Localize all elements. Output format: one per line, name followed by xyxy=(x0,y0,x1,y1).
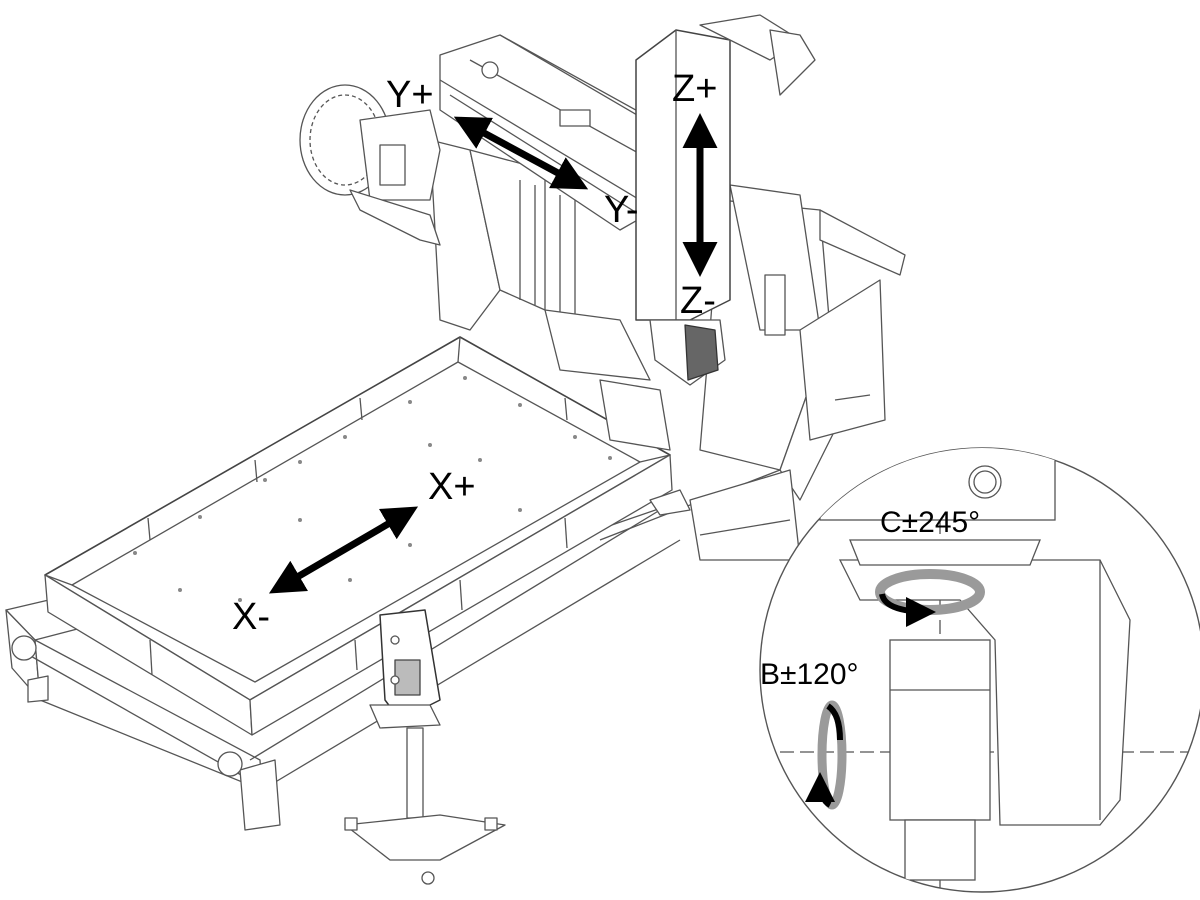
y-axis-arrow xyxy=(453,116,589,190)
z-plus-label: Z+ xyxy=(672,68,718,110)
electrical-cabinet xyxy=(729,184,906,441)
x-plus-label: X+ xyxy=(428,466,476,508)
x-minus-label: X- xyxy=(232,596,270,638)
table-tray xyxy=(44,336,673,736)
y-minus-label: Y- xyxy=(604,189,639,231)
operator-pendant xyxy=(344,609,506,885)
c-axis-rotation-label: C±245° xyxy=(880,506,981,539)
b-axis-rotation-label: B±120° xyxy=(760,658,859,691)
y-plus-label: Y+ xyxy=(386,74,434,116)
machine-drawing xyxy=(5,14,906,885)
axis-arrows xyxy=(268,113,718,594)
z-minus-label: Z- xyxy=(680,280,716,322)
tool-changer-wheel xyxy=(299,84,441,246)
b-rotation-indicator xyxy=(805,700,847,810)
head-detail-circle xyxy=(759,447,1200,893)
x-axis-arrow xyxy=(268,506,419,594)
c-rotation-indicator xyxy=(875,569,985,627)
